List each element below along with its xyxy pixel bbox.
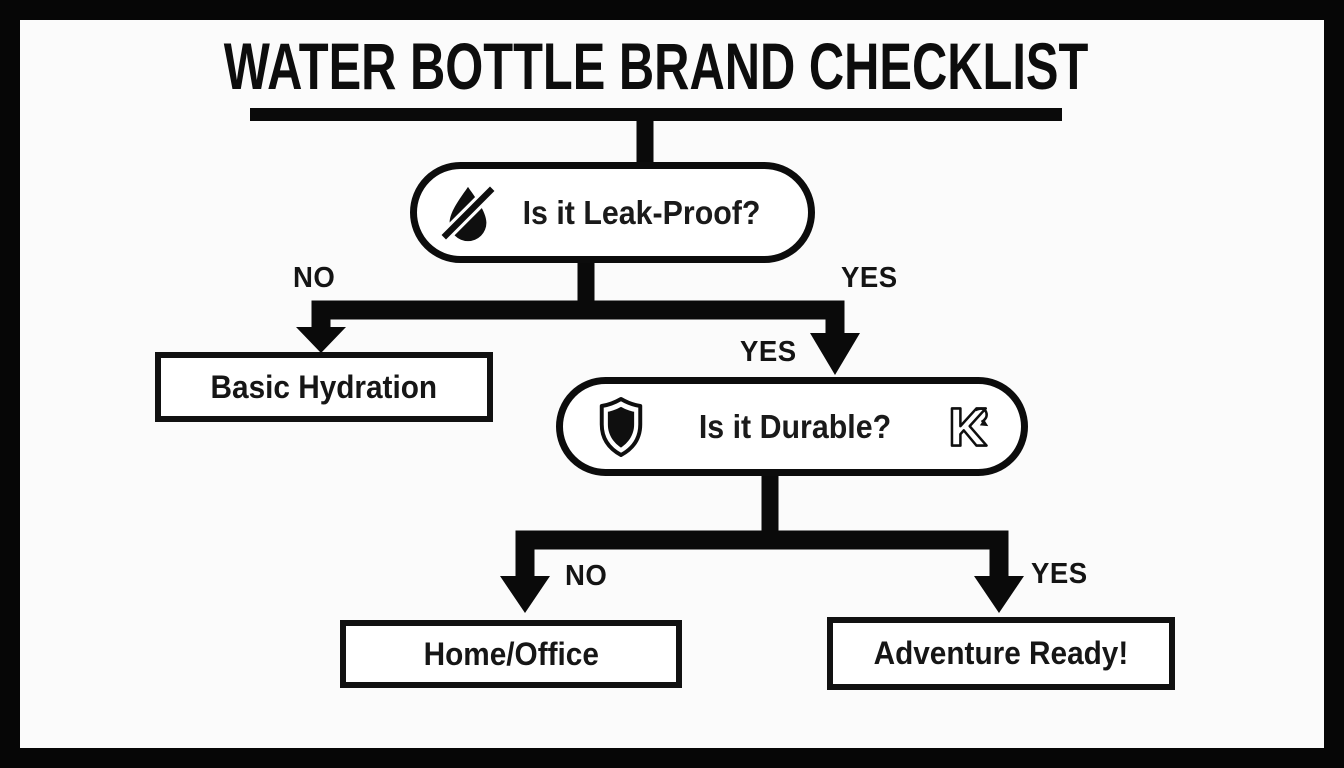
- edge-label-yes-1: YES: [841, 262, 898, 294]
- node-basic-hydration: Basic Hydration: [155, 352, 493, 422]
- edge-label-no-1: NO: [293, 262, 336, 294]
- node-home-office: Home/Office: [340, 620, 682, 688]
- arrowhead-yes-1: [810, 333, 860, 375]
- node-question-leakproof: Is it Leak-Proof?: [410, 162, 815, 263]
- edge-label-yes-2: YES: [1031, 558, 1088, 590]
- arrowhead-no-1: [296, 327, 346, 353]
- arrowhead-no-2: [500, 576, 550, 613]
- node-label: Is it Leak-Proof?: [522, 193, 761, 231]
- title-underline: [250, 108, 1062, 121]
- node-adventure-ready: Adventure Ready!: [827, 617, 1175, 690]
- node-label: Is it Durable?: [698, 407, 892, 445]
- arrowhead-yes-2: [974, 576, 1024, 613]
- shield-icon: [593, 395, 649, 459]
- edge-label-no-2: NO: [565, 560, 608, 592]
- connector-level2-branch: [515, 530, 1009, 578]
- node-question-durable: Is it Durable?: [556, 377, 1028, 476]
- connector-level1-branch: [311, 300, 845, 336]
- page-title: WATER BOTTLE BRAND CHECKLIST: [223, 29, 1089, 103]
- k-arrow-icon: [941, 395, 995, 459]
- water-drop-slash-icon: [437, 182, 499, 244]
- edge-label-yes-entry: YES: [740, 336, 797, 368]
- node-label: Adventure Ready!: [873, 635, 1129, 671]
- node-label: Basic Hydration: [210, 368, 438, 405]
- node-label: Home/Office: [423, 635, 599, 672]
